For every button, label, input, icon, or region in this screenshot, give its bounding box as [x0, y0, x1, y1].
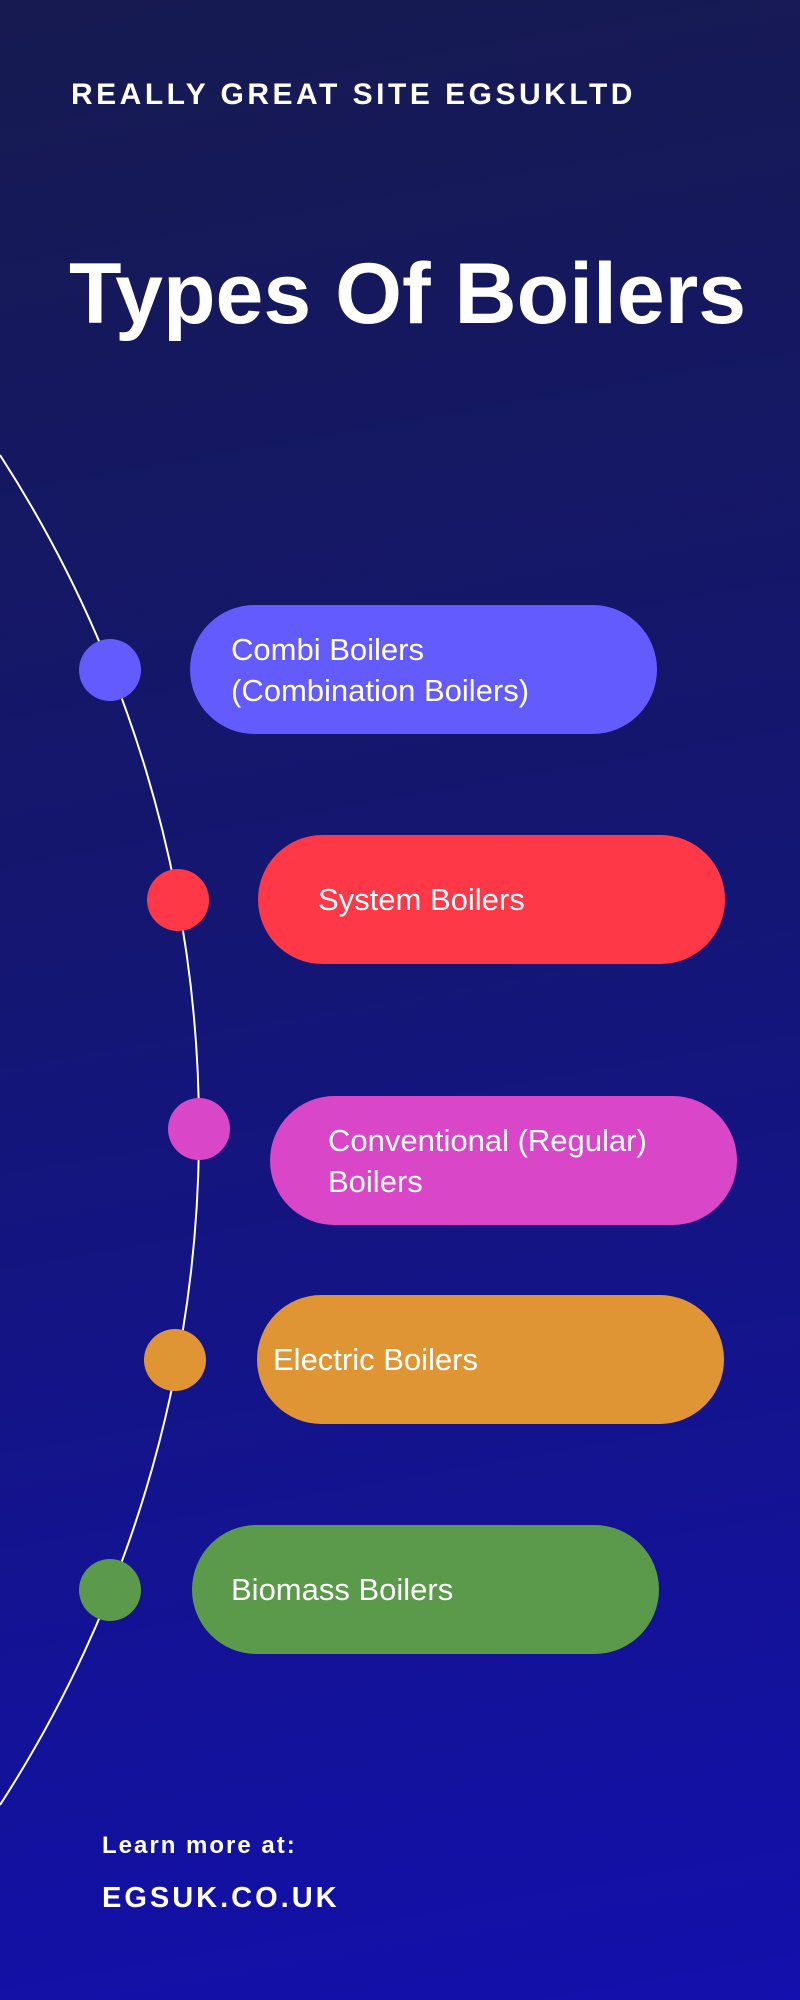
item-combi-boilers: Combi Boilers (Combination Boilers) — [190, 605, 657, 734]
timeline-dot-combi — [79, 639, 141, 701]
timeline-dot-electric — [144, 1329, 206, 1391]
website-link[interactable]: EGSUK.CO.UK — [102, 1882, 340, 1914]
timeline-dot-biomass — [79, 1559, 141, 1621]
item-label: System Boilers — [318, 882, 525, 917]
item-label: Electric Boilers — [273, 1342, 478, 1377]
item-conventional-boilers: Conventional (Regular) Boilers — [270, 1096, 737, 1225]
item-system-boilers: System Boilers — [258, 835, 725, 964]
item-label: Biomass Boilers — [231, 1572, 454, 1607]
item-electric-boilers: Electric Boilers — [257, 1295, 724, 1424]
item-label: Conventional (Regular) Boilers — [328, 1122, 647, 1199]
item-label: Combi Boilers (Combination Boilers) — [231, 631, 530, 708]
site-name: REALLY GREAT SITE EGSUKLTD — [71, 78, 636, 111]
item-biomass-boilers: Biomass Boilers — [192, 1525, 659, 1654]
page-title: Types Of Boilers — [69, 246, 747, 342]
timeline-dot-system — [147, 869, 209, 931]
timeline-dot-conventional — [168, 1098, 230, 1160]
learn-more-label: Learn more at: — [102, 1832, 297, 1859]
